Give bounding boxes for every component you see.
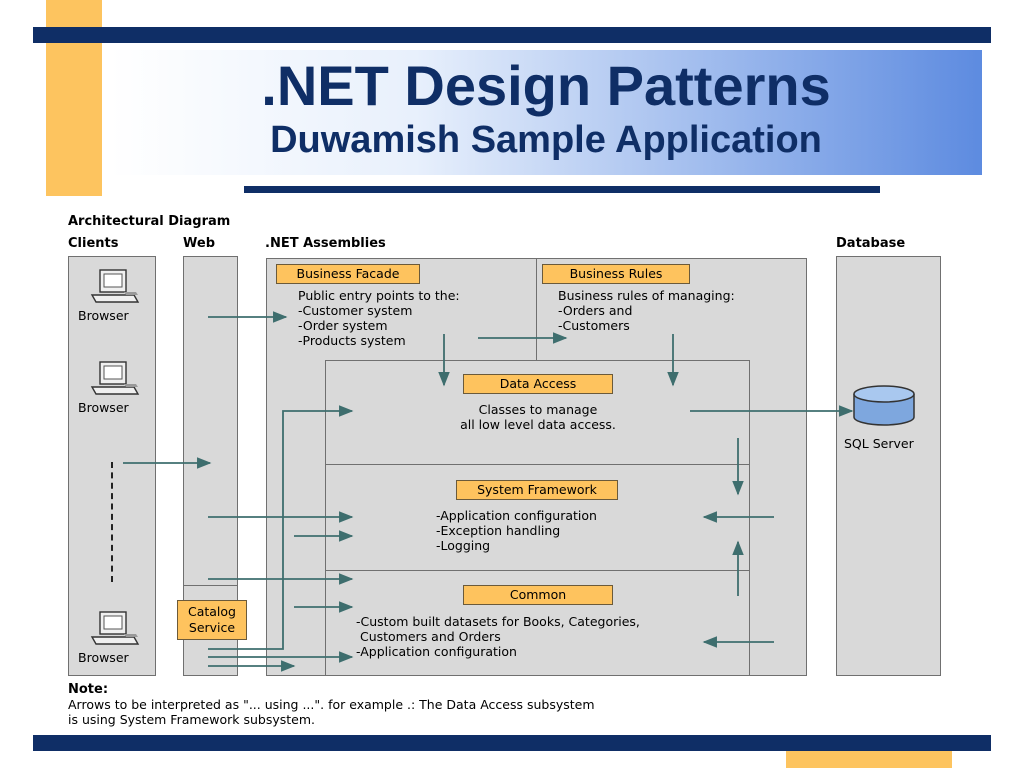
title-band (110, 50, 982, 175)
business-facade-label: Business Facade (276, 264, 420, 284)
column-header-database: Database (836, 236, 906, 251)
database-icon (853, 385, 915, 426)
database-column (836, 256, 941, 676)
common-label: Common (463, 585, 613, 605)
data-access-label: Data Access (463, 374, 613, 394)
slide-subtitle: Duwamish Sample Application (270, 119, 822, 161)
assemblies-inner-panel (325, 360, 750, 676)
business-rules-text: Business rules of managing: -Orders and … (558, 288, 735, 333)
browser-client-3: Browser (78, 610, 148, 668)
catalog-divider (183, 585, 238, 586)
clients-column (68, 256, 156, 676)
browser-label: Browser (78, 400, 129, 415)
data-access-text: Classes to manage all low level data acc… (460, 402, 616, 432)
gold-accent-bottom (786, 751, 952, 768)
facade-rules-divider (536, 258, 537, 360)
sql-server-label: SQL Server (844, 436, 914, 451)
system-framework-label: System Framework (456, 480, 618, 500)
note-heading: Note: (68, 682, 109, 697)
catalog-service-box: Catalog Service (177, 600, 247, 640)
computer-icon (90, 611, 140, 645)
note-line-2: is using System Framework subsystem. (68, 712, 315, 727)
business-rules-label: Business Rules (542, 264, 690, 284)
system-framework-text: -Application configuration -Exception ha… (436, 508, 597, 553)
note-line-1: Arrows to be interpreted as "... using .… (68, 697, 595, 712)
data-access-divider (325, 464, 750, 465)
dashed-continuation-line (111, 462, 113, 582)
common-text: -Custom built datasets for Books, Catego… (356, 614, 640, 659)
column-header-clients: Clients (68, 236, 119, 251)
column-header-assemblies: .NET Assemblies (265, 236, 386, 251)
browser-label: Browser (78, 308, 129, 323)
slide-title: .NET Design Patterns (261, 54, 831, 117)
browser-label: Browser (78, 650, 129, 665)
diagram-heading: Architectural Diagram (68, 214, 231, 229)
browser-client-2: Browser (78, 360, 148, 418)
computer-icon (90, 269, 140, 303)
column-header-web: Web (183, 236, 215, 251)
computer-icon (90, 361, 140, 395)
navy-bottom-bar (33, 735, 991, 751)
business-facade-text: Public entry points to the: -Customer sy… (298, 288, 460, 348)
navy-top-bar (33, 27, 991, 43)
browser-client-1: Browser (78, 268, 148, 326)
title-navy-underline (244, 186, 880, 193)
framework-divider (325, 570, 750, 571)
